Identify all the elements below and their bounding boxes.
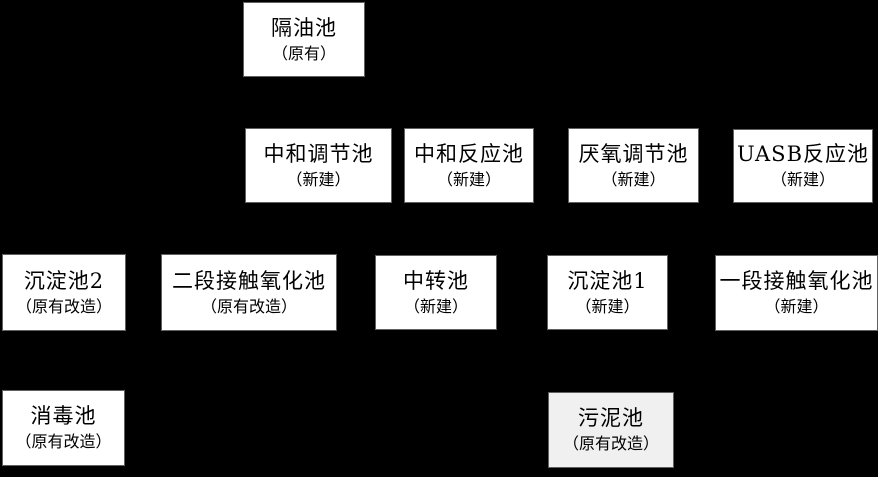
node-title: 沉淀池1 (567, 268, 648, 293)
node-title: 中和反应池 (414, 141, 524, 166)
node-title: UASB反应池 (736, 142, 870, 166)
node-status: （原有改造） (15, 432, 112, 451)
node-title: 二段接触氧化池 (172, 268, 326, 293)
node-sedimentation-tank-1: 沉淀池1 （新建） (547, 255, 668, 330)
node-status: （新建） (575, 296, 640, 316)
node-status: （原有改造） (15, 296, 112, 316)
node-neutralization-reaction-tank: 中和反应池 （新建） (404, 128, 534, 203)
node-status: （原有） (271, 43, 336, 63)
node-title: 一段接触氧化池 (719, 269, 874, 293)
node-status: （原有改造） (200, 296, 297, 316)
node-transfer-tank: 中转池 （新建） (375, 255, 497, 330)
node-title: 污泥池 (578, 406, 644, 430)
node-second-stage-contact-oxidation-tank: 二段接触氧化池 （原有改造） (161, 254, 337, 331)
node-title: 沉淀池2 (23, 268, 105, 293)
node-uasb-reactor-tank: UASB反应池 （新建） (733, 129, 873, 203)
node-anaerobic-regulating-tank: 厌氧调节池 （新建） (568, 128, 699, 203)
node-oil-separator-tank: 隔油池 （原有） (243, 2, 365, 77)
node-status: （新建） (403, 296, 468, 316)
node-status: （新建） (286, 169, 351, 189)
node-title: 中转池 (403, 268, 469, 293)
node-title: 中和调节池 (263, 141, 374, 166)
node-status: （新建） (770, 170, 835, 189)
node-title: 厌氧调节池 (578, 141, 689, 166)
node-sludge-tank: 污泥池 （原有改造） (548, 392, 674, 468)
node-status: （原有改造） (562, 434, 659, 453)
node-disinfection-tank: 消毒池 （原有改造） (2, 390, 125, 466)
node-status: （新建） (601, 169, 666, 189)
node-status: （新建） (764, 297, 829, 316)
node-status: （新建） (436, 169, 501, 189)
node-title: 隔油池 (271, 15, 337, 40)
node-first-stage-contact-oxidation-tank: 一段接触氧化池 （新建） (715, 255, 878, 331)
node-title: 消毒池 (30, 404, 97, 428)
node-neutralization-regulating-tank: 中和调节池 （新建） (245, 128, 392, 203)
node-sedimentation-tank-2: 沉淀池2 （原有改造） (2, 254, 126, 331)
